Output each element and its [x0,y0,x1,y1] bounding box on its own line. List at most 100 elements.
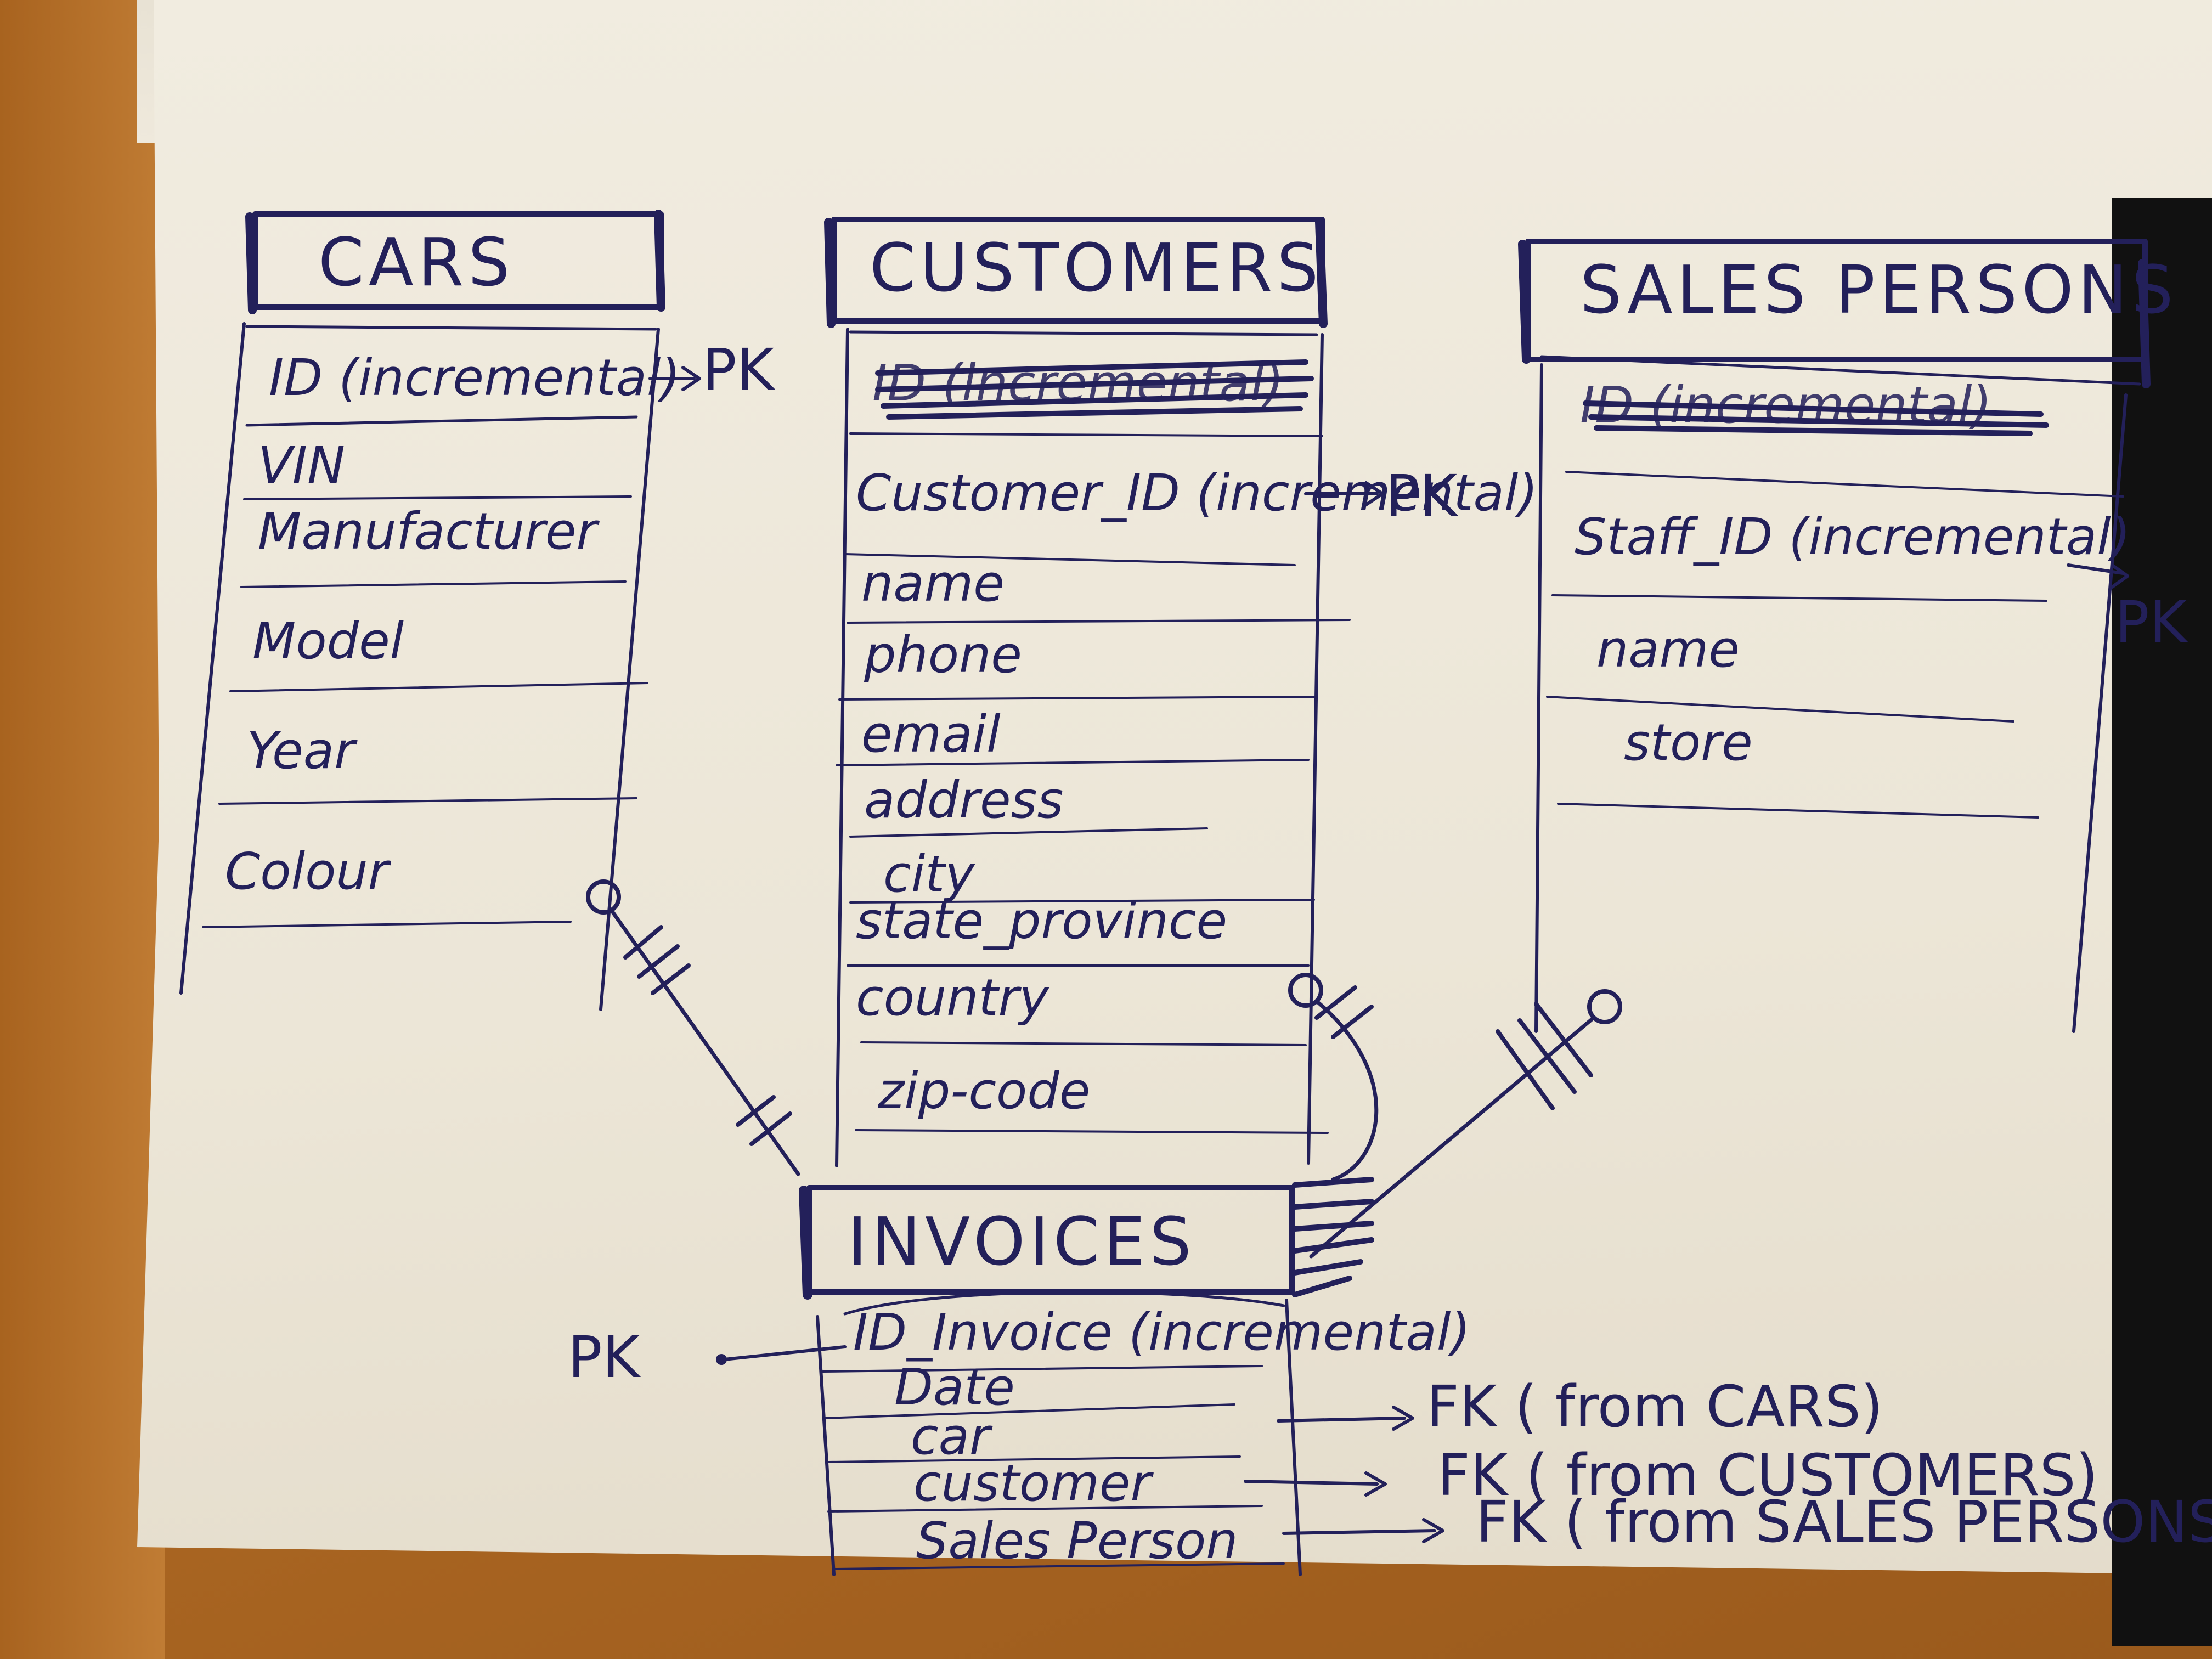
cars-field-colour: Colour [225,842,392,901]
cars-top-line [245,325,657,331]
customers-field-zip-code: zip-code [877,1062,1090,1120]
invoices-field-car: car [911,1407,993,1466]
customers-left-border [835,328,849,1167]
sales-field-staff-id: Staff_ID (incremental) [1575,507,2131,566]
fk-customers-arrowhead [1364,1471,1387,1497]
sales-row-line [1546,696,2015,723]
invoices-title: INVOICES [848,1204,1196,1280]
customers-header-left-heavy [824,218,836,328]
zero-or-one-circle [1587,989,1622,1024]
relationship-customers-invoices [1288,973,1379,1182]
customers-pk-label: PK [1385,462,1459,529]
customers-row-line [847,619,1351,624]
cars-row-line [243,495,632,500]
sales-persons-table: SALES PERSONS ID (incremental) Staff_ID … [1518,239,2188,1033]
sales-field-name: name [1596,620,1740,679]
zero-or-one-circle [586,879,621,915]
notebook-cover [2112,198,2212,1646]
customers-field-city: city [883,845,975,904]
customers-field-email: email [861,705,1001,764]
sales-left-border [1534,363,1543,1033]
fk-cars-label: FK ( from CARS) [1426,1373,1883,1440]
customers-field-phone: phone [864,625,1022,684]
cars-table: CARS ID (incremental) VIN Manufacturer M… [179,210,776,1011]
invoice-pk-label: PK [568,1324,641,1391]
sales-right-border [2072,393,2128,1033]
invoices-row-line [827,1455,1241,1463]
invoices-top-curve [843,1290,1285,1316]
cars-field-year: Year [247,721,358,780]
customers-top-line [849,330,1318,336]
cars-row-line [245,415,638,427]
notebook-page [137,0,2212,1575]
fk-sales-label: FK ( from SALES PERSONS [1476,1488,2212,1555]
invoices-left-border [816,1315,836,1576]
invoice-pk-arrow [723,1345,847,1361]
relationship-cars-invoices [586,879,800,1176]
cars-row-line [202,921,572,928]
one-tick-marks [1496,1002,1593,1110]
cars-pk-arrowhead [681,366,701,391]
relationship-line [1309,1015,1596,1259]
sales-pk-arrowhead [2111,563,2129,589]
relationship-line [1314,999,1379,1182]
customers-row-line [844,553,1296,566]
sales-row-line [1565,471,2124,498]
cars-right-border [599,328,660,1011]
fk-cars-arrow [1277,1417,1406,1423]
cars-pk-label: PK [702,336,776,403]
invoices-field-id: ID_Invoice (incremental) [853,1303,1470,1362]
customers-row-line [836,759,1310,766]
customers-field-address: address [864,771,1063,830]
one-tick-marks [623,925,691,995]
crows-foot-scribble [1292,1177,1374,1297]
cars-row-line [229,682,648,692]
fk-customers-label: FK ( from CUSTOMERS) [1437,1442,2098,1509]
cars-field-id: ID (incremental) [269,348,680,407]
customers-row-line [849,827,1208,838]
sales-pk-label: PK [2115,589,2188,656]
invoices-row-line [827,1505,1263,1513]
zero-or-one-circle [1288,973,1323,1008]
customers-crossed-scribble [875,359,1314,420]
invoices-field-date: Date [894,1358,1015,1417]
invoices-table: INVOICES ID_Invoice (incremental) Date c… [568,1177,2212,1576]
customers-title: CUSTOMERS [870,230,1323,307]
sales-header-right-heavy [2138,259,2151,388]
one-tick-marks [736,1095,792,1146]
cars-title: CARS [318,225,514,301]
cars-left-border [179,322,246,995]
invoices-row-line [822,1403,1235,1419]
invoices-field-customer: customer [913,1454,1154,1513]
fk-sales-arrowhead [1422,1518,1444,1543]
invoice-pk-dot [716,1354,727,1365]
sales-row-line [1557,803,2039,819]
cars-field-model: Model [252,612,404,670]
customers-field-country: country [856,968,1049,1027]
sales-top-line [1540,355,2141,386]
sales-header-left-heavy [1518,240,1531,364]
customers-field-state-province: state_province [856,891,1227,950]
relationship-sales-invoices [1309,989,1622,1259]
customers-right-border [1307,333,1324,1165]
customers-row-line [838,696,1318,701]
customers-header-right-heavy [1315,218,1328,328]
invoices-header-left-heavy [799,1186,812,1300]
fk-cars-arrowhead [1392,1406,1414,1431]
customers-row-line [855,1129,1329,1134]
invoices-field-sales-person: Sales Person [916,1511,1238,1570]
notebook-left-edge [0,0,165,1659]
relationship-line [610,909,800,1176]
invoices-row-line [822,1365,1263,1373]
fk-sales-arrow [1282,1529,1436,1535]
sales-pk-arrow [2067,563,2125,575]
customers-field-name: name [861,554,1005,613]
customers-field-customer-id: Customer_ID (incremental) [856,464,1538,522]
invoices-row-line [833,1562,1285,1570]
customers-row-line [860,1041,1307,1046]
sales-title: SALES PERSONS [1580,252,2178,329]
customers-row-line [849,432,1323,437]
sales-row-line [1551,594,2047,602]
sales-field-store: store [1624,713,1753,772]
